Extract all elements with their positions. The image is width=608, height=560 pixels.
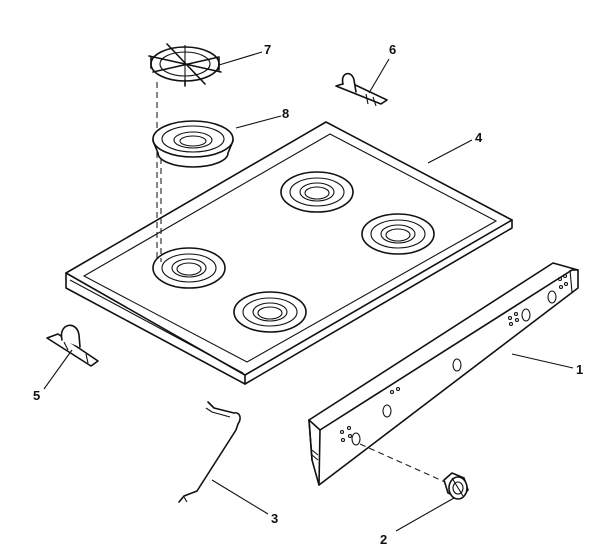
support-rod bbox=[178, 401, 241, 503]
callout-7: 7 bbox=[264, 42, 272, 57]
burner-opening-front-right bbox=[233, 291, 307, 333]
burner-grate bbox=[148, 43, 222, 87]
top-hinge-clip-right bbox=[335, 72, 388, 107]
callout-1: 1 bbox=[576, 362, 584, 377]
burner-opening-front-left bbox=[152, 247, 226, 289]
burner-drip-bowl bbox=[152, 120, 234, 168]
burner-opening-back-left bbox=[280, 171, 354, 213]
callout-8: 8 bbox=[282, 106, 290, 121]
burner-opening-back-right bbox=[361, 213, 435, 255]
control-knob bbox=[443, 472, 469, 500]
control-panel bbox=[308, 262, 579, 486]
cooktop-main-top bbox=[65, 121, 513, 385]
top-hinge-clip-left bbox=[46, 324, 99, 367]
callout-5: 5 bbox=[33, 388, 41, 403]
callout-6: 6 bbox=[389, 42, 397, 57]
callout-2: 2 bbox=[380, 532, 388, 547]
leader-lines bbox=[43, 51, 574, 532]
callout-3: 3 bbox=[271, 511, 279, 526]
knob-alignment-line bbox=[359, 443, 446, 483]
callout-4: 4 bbox=[475, 130, 483, 145]
